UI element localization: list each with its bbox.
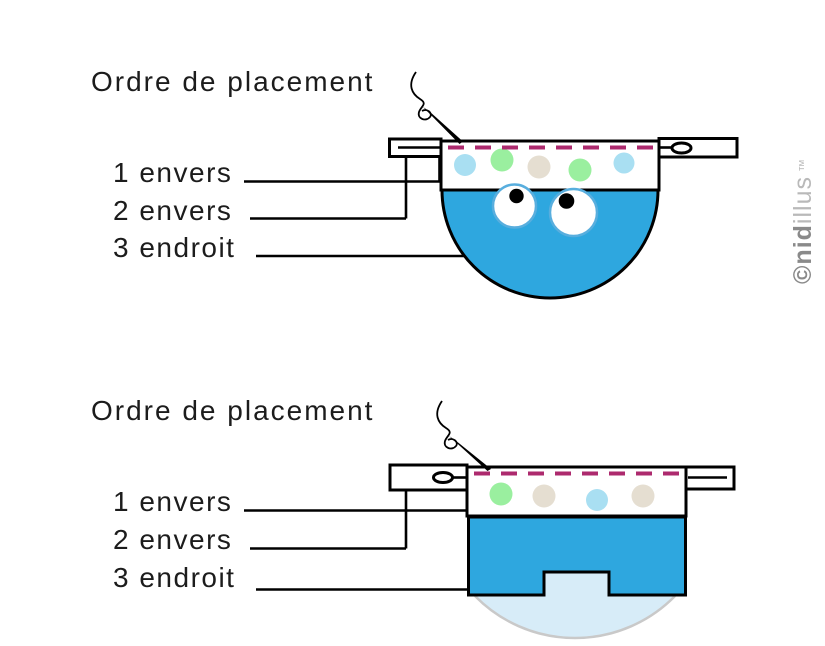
polka-dot — [532, 484, 556, 508]
thread — [410, 71, 432, 121]
polka-dot — [454, 154, 476, 176]
buttonhole-oval — [670, 141, 693, 155]
buttonhole-tab-right — [657, 137, 739, 159]
doll-body-underlay — [474, 595, 676, 640]
layer-label-2-envers-bottom: 2 envers — [113, 524, 233, 555]
layer-label-2-envers-top: 2 envers — [113, 195, 233, 226]
diagram-bottom — [244, 400, 736, 640]
layer-label-3-endroit-top: 3 endroit — [113, 232, 236, 263]
polka-dot — [568, 158, 592, 182]
needle-icon — [436, 400, 491, 471]
watermark-brand-light: illus — [788, 176, 817, 225]
needle — [423, 107, 463, 144]
polka-dots-bottom — [489, 482, 655, 511]
eye-white-right — [548, 187, 599, 238]
section-title-bottom: Ordre de placement — [91, 395, 375, 426]
eye-pupil-right — [558, 193, 575, 209]
polka-dot — [490, 148, 514, 172]
polka-dot — [527, 155, 551, 179]
polka-dot — [489, 482, 513, 506]
notch-opening — [544, 572, 609, 596]
eye-white-left — [491, 183, 538, 229]
leader-lines-bottom — [244, 490, 492, 591]
polka-dot — [613, 152, 635, 174]
thread — [436, 400, 458, 450]
eye-pupil-left — [509, 188, 524, 204]
layer-label-1-envers-bottom: 1 envers — [113, 486, 233, 517]
polka-dots-top — [454, 148, 635, 182]
strap-tab-left — [388, 137, 443, 158]
layer-label-3-endroit-bottom: 3 endroit — [113, 562, 236, 593]
strap-tab-right — [684, 465, 736, 491]
layer-label-1-envers-top: 1 envers — [113, 157, 233, 188]
buttonhole-oval — [432, 471, 454, 484]
doll-eyes — [491, 183, 599, 238]
watermark-brand-bold: ©nid — [788, 224, 817, 284]
leader-lines-top — [244, 156, 490, 258]
needle-icon — [410, 71, 463, 144]
polka-dot — [631, 484, 655, 508]
buttonhole-tab-left — [388, 463, 469, 492]
needle — [449, 436, 491, 471]
diagram-top — [244, 71, 739, 300]
fabric-panel-notched — [467, 515, 687, 597]
section-title-top: Ordre de placement — [91, 66, 375, 97]
polka-dot — [586, 489, 608, 511]
watermark-tm: ™ — [795, 158, 811, 172]
